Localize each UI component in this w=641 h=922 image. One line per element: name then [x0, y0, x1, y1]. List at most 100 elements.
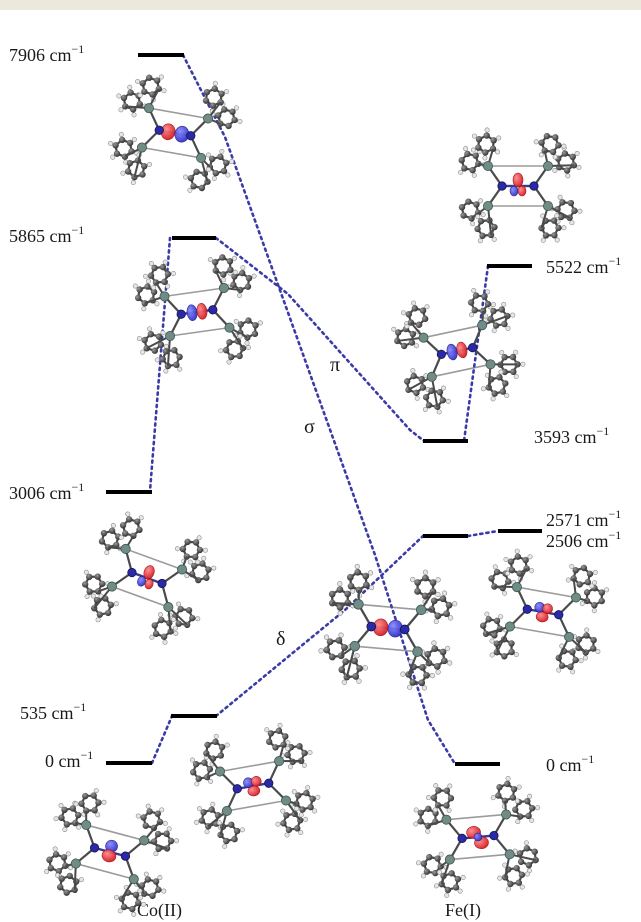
hydrogen-atom — [570, 669, 576, 675]
hydrogen-atom — [574, 150, 580, 156]
carbon-atom — [405, 311, 412, 318]
orbital-lobe-red — [535, 611, 549, 623]
hydrogen-atom — [498, 614, 504, 620]
bond — [430, 376, 439, 407]
carbon-atom — [162, 348, 170, 355]
carbon-atom — [590, 645, 597, 652]
carbon-atom — [307, 803, 314, 811]
carbon-atom — [211, 85, 218, 92]
hydrogen-atom — [165, 283, 171, 289]
hydrogen-atom — [422, 406, 428, 412]
carbon-atom — [552, 134, 559, 141]
carbon-atom — [555, 142, 562, 149]
carbon-atom — [198, 184, 206, 192]
connector-0-to-535 — [150, 714, 174, 765]
phosphorus-atom — [349, 640, 361, 652]
carbon-atom — [164, 270, 172, 278]
hydrogen-atom — [422, 569, 429, 575]
carbon-atom — [60, 854, 68, 861]
hydrogen-atom — [141, 306, 147, 312]
phosphorus-atom — [106, 581, 117, 592]
hydrogen-atom — [471, 172, 477, 178]
carbon-atom — [439, 595, 447, 603]
phosphorus-atom — [281, 795, 292, 806]
carbon-atom — [458, 157, 465, 164]
carbon-atom — [408, 339, 416, 346]
hydrogen-atom — [146, 161, 152, 167]
carbon-atom — [142, 822, 149, 829]
hydrogen-atom — [400, 671, 406, 677]
carbon-atom — [203, 574, 210, 582]
bond — [148, 107, 209, 120]
carbon-atom — [173, 361, 180, 368]
carbon-atom — [336, 604, 344, 611]
hydrogen-atom — [65, 851, 71, 857]
carbon-atom — [161, 278, 168, 285]
hydrogen-atom — [130, 180, 136, 186]
carbon-atom — [220, 271, 227, 278]
carbon-atom — [303, 789, 310, 797]
carbon-atom — [163, 830, 170, 837]
carbon-atom — [344, 590, 352, 598]
bond — [446, 813, 507, 821]
energy-label-fe-0: 0 cm−1 — [546, 752, 594, 775]
carbon-atom — [132, 891, 140, 898]
hydrogen-atom — [257, 320, 263, 326]
carbon-atom — [509, 353, 517, 361]
carbon-atom — [126, 159, 134, 167]
carbon-atom — [191, 562, 198, 570]
hydrogen-atom — [435, 591, 441, 598]
hydrogen-atom — [131, 112, 137, 118]
hydrogen-atom — [554, 213, 560, 219]
hydrogen-atom — [233, 318, 239, 324]
carbon-atom — [480, 622, 487, 629]
bond — [133, 147, 143, 178]
carbon-atom — [591, 601, 598, 609]
bond — [431, 363, 491, 378]
hydrogen-atom — [552, 154, 558, 160]
hydrogen-atom — [298, 812, 304, 818]
carbon-atom — [231, 835, 238, 843]
energy-label-fe-2571: 2571 cm−1 — [546, 507, 621, 530]
carbon-atom — [230, 281, 237, 289]
carbon-atom — [212, 738, 219, 745]
hydrogen-atom — [229, 159, 235, 165]
hydrogen-atom — [400, 310, 406, 316]
hydrogen-atom — [471, 133, 477, 139]
carbon-atom — [95, 799, 102, 806]
carbon-atom — [338, 666, 346, 674]
hydrogen-atom — [158, 74, 164, 80]
hydrogen-atom — [513, 652, 519, 658]
nitrogen-atom — [154, 125, 164, 135]
hydrogen-atom — [307, 749, 313, 755]
carbon-atom — [141, 88, 148, 95]
hydrogen-atom — [505, 775, 511, 781]
carbon-atom — [415, 321, 423, 329]
hydrogen-atom — [202, 547, 208, 553]
carbon-atom — [265, 738, 273, 745]
carbon-atom — [204, 741, 211, 749]
carbon-atom — [144, 876, 152, 883]
hydrogen-atom — [303, 816, 309, 822]
hydrogen-atom — [291, 789, 297, 795]
hydrogen-atom — [218, 348, 224, 354]
carbon-atom — [508, 648, 515, 656]
energy-label-fe-2506: 2506 cm−1 — [546, 528, 621, 551]
bond — [85, 824, 145, 842]
carbon-atom — [443, 802, 450, 809]
carbon-atom — [448, 870, 455, 877]
hydrogen-atom — [497, 875, 503, 881]
molecule-co-5865 — [132, 254, 263, 374]
carbon-atom — [584, 578, 592, 586]
carbon-atom — [410, 372, 417, 380]
carbon-atom — [469, 166, 476, 174]
hydrogen-atom — [584, 627, 590, 633]
carbon-atom — [423, 671, 430, 679]
carbon-atom — [167, 628, 174, 635]
carbon-atom — [531, 848, 538, 855]
hydrogen-atom — [58, 803, 64, 809]
carbon-atom — [507, 558, 515, 565]
nitrogen-atom — [186, 131, 196, 141]
carbon-atom — [294, 825, 301, 832]
hydrogen-atom — [480, 212, 486, 218]
